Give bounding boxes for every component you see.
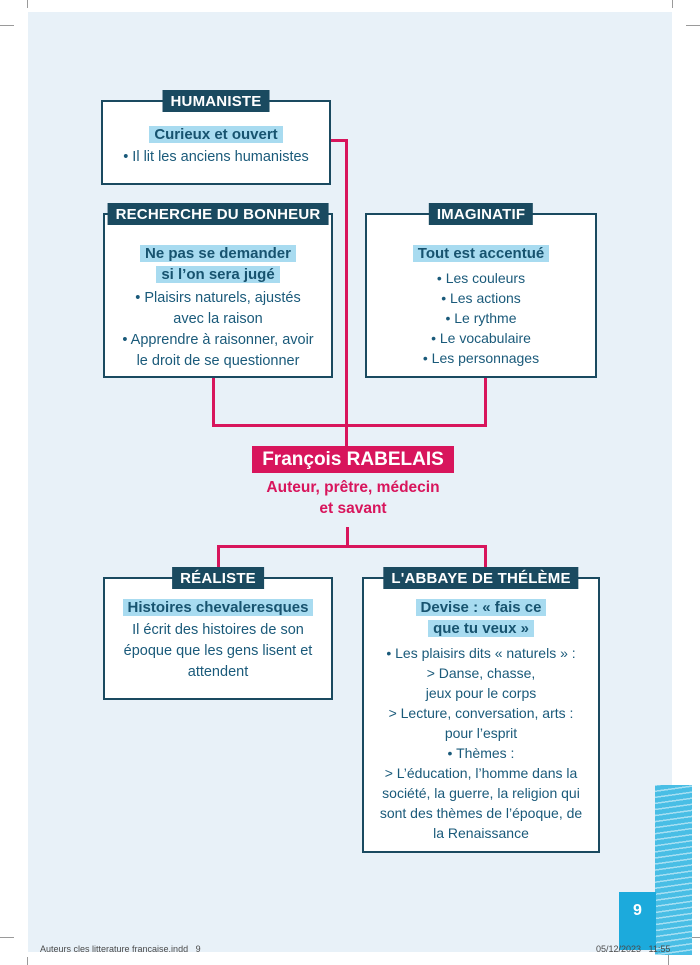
imaginatif-line: • Les couleurs: [436, 270, 526, 286]
footer-timestamp: 05/12/2023 11:55: [596, 944, 671, 954]
crop-mark-top-left-v: [27, 0, 28, 8]
imaginatif-box: IMAGINATIF Tout est accentué • Les coule…: [365, 203, 597, 378]
connector-humaniste-stub: [330, 139, 348, 142]
rabelais-subtitle-line: Auteur, prêtre, médecin: [266, 479, 440, 496]
abbaye-line: pour l’esprit: [444, 725, 518, 741]
rabelais-subtitle: Auteur, prêtre, médecin et savant: [227, 477, 479, 519]
abbaye-line: jeux pour le corps: [425, 685, 537, 701]
imaginatif-line: • Le vocabulaire: [431, 330, 531, 346]
crop-mark-bottom-left-v: [27, 957, 28, 965]
realiste-line: attendent: [187, 664, 249, 680]
bonheur-line: • Apprendre à raisonner, avoir: [122, 332, 314, 348]
realiste-highlight: Histoires chevaleresques: [105, 599, 331, 617]
crop-mark-top-right-h: [686, 25, 700, 26]
page-number: 9: [633, 902, 642, 919]
imaginatif-line: • Les personnages: [422, 350, 540, 366]
bonheur-highlight: Ne pas se demander si l’on sera jugé: [105, 243, 331, 285]
abbaye-line: • Les plaisirs dits « naturels » :: [386, 645, 576, 661]
realiste-box: RÉALISTE Histoires chevaleresques Il écr…: [103, 567, 333, 700]
realiste-title-tab: RÉALISTE: [172, 567, 264, 589]
bonheur-box: RECHERCHE DU BONHEUR Ne pas se demander …: [103, 203, 333, 378]
connector-center-bottom-vertical: [346, 527, 349, 547]
abbaye-line: > L’éducation, l’homme dans la: [384, 765, 578, 781]
connector-main-vertical: [345, 139, 348, 448]
connector-imaginatif-drop: [484, 378, 487, 427]
bonheur-title-tab: RECHERCHE DU BONHEUR: [107, 203, 329, 225]
index-tab-stripes: [655, 785, 692, 955]
abbaye-line: société, la guerre, la religion qui: [382, 785, 580, 801]
bonheur-line: avec la raison: [173, 311, 263, 327]
connector-abbaye-drop: [484, 545, 487, 571]
connector-bottom-horizontal: [217, 545, 487, 548]
connector-realiste-drop: [217, 545, 220, 571]
humaniste-title-tab: HUMANISTE: [162, 90, 270, 112]
abbaye-line: sont des thèmes de l’époque, de: [379, 805, 583, 821]
rabelais-banner: François RABELAIS: [252, 446, 454, 473]
rabelais-subtitle-line: et savant: [319, 500, 387, 517]
bonheur-line: • Plaisirs naturels, ajustés: [135, 290, 301, 306]
imaginatif-line: • Le rythme: [445, 310, 517, 326]
crop-mark-bottom-left-h: [0, 937, 14, 938]
crop-mark-bottom-right-h: [686, 937, 700, 938]
connector-bonheur-drop: [212, 378, 215, 427]
realiste-line: époque que les gens lisent et: [123, 643, 313, 659]
imaginatif-line: • Les actions: [441, 290, 521, 306]
humaniste-highlight: Curieux et ouvert: [103, 126, 329, 144]
imaginatif-title-tab: IMAGINATIF: [428, 203, 534, 225]
realiste-line: Il écrit des histoires de son: [132, 622, 304, 638]
abbaye-line: > Danse, chasse,: [426, 665, 536, 681]
footer-slug-text: Auteurs cles litterature francaise.indd …: [40, 944, 201, 954]
abbaye-line: • Thèmes :: [447, 745, 515, 761]
crop-mark-top-left-h: [0, 25, 14, 26]
page-number-box: 9: [619, 892, 656, 950]
abbaye-box: L'ABBAYE DE THÉLÈME Devise : « fais ce q…: [362, 567, 600, 853]
humaniste-line: • Il lit les anciens humanistes: [123, 149, 309, 165]
crop-mark-top-right-v: [672, 0, 673, 8]
humaniste-box: HUMANISTE Curieux et ouvert • Il lit les…: [101, 90, 331, 185]
abbaye-line: > Lecture, conversation, arts :: [388, 705, 574, 721]
abbaye-title-tab: L'ABBAYE DE THÉLÈME: [383, 567, 579, 589]
connector-top-horizontal: [212, 424, 487, 427]
abbaye-highlight: Devise : « fais ce que tu veux »: [364, 597, 598, 639]
bonheur-line: le droit de se questionner: [136, 353, 300, 369]
abbaye-line: la Renaissance: [433, 825, 529, 841]
imaginatif-highlight: Tout est accentué: [367, 245, 595, 263]
